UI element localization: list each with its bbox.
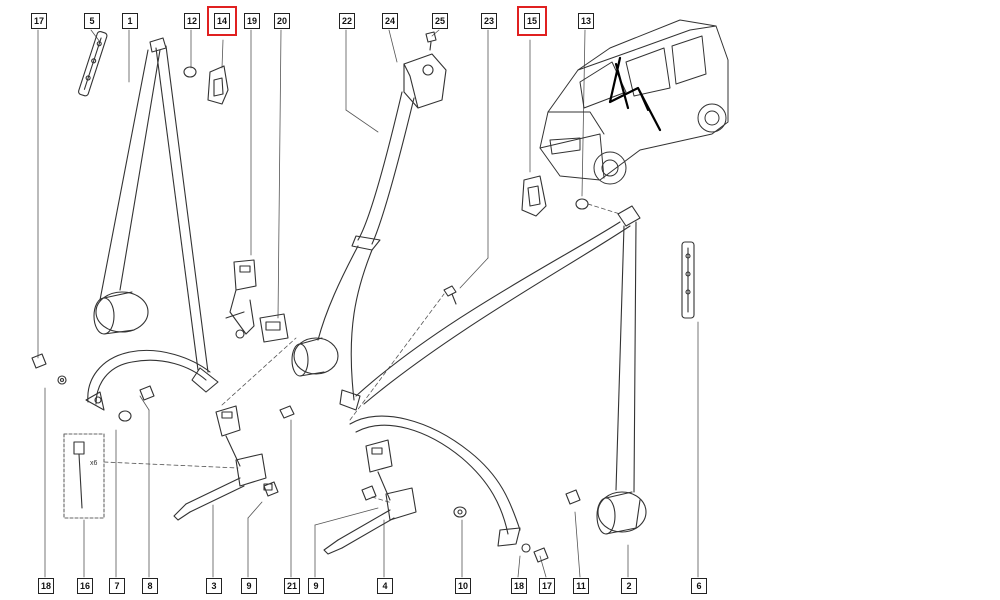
part-label-10[interactable]: 10 bbox=[455, 578, 471, 594]
part-label-6[interactable]: 6 bbox=[691, 578, 707, 594]
fasteners bbox=[31, 353, 581, 563]
part-label-25[interactable]: 25 bbox=[432, 13, 448, 29]
part-24-upper-guide bbox=[403, 53, 447, 109]
part-1-front-belt-left bbox=[85, 37, 219, 411]
part-12-cap bbox=[183, 66, 197, 78]
part-16-inset bbox=[63, 433, 105, 519]
part-2-front-belt-right bbox=[349, 205, 647, 547]
part-label-7[interactable]: 7 bbox=[109, 578, 125, 594]
part-label-23[interactable]: 23 bbox=[481, 13, 497, 29]
inset-annotation: x6 bbox=[90, 460, 98, 467]
part-6-height-adjuster bbox=[681, 241, 695, 319]
part-13-cap bbox=[575, 198, 589, 210]
part-label-15[interactable]: 15 bbox=[517, 6, 547, 36]
part-label-13[interactable]: 13 bbox=[578, 13, 594, 29]
part-label-2[interactable]: 2 bbox=[621, 578, 637, 594]
part-label-8[interactable]: 8 bbox=[142, 578, 158, 594]
leader-lines bbox=[37, 29, 699, 578]
part-label-11[interactable]: 11 bbox=[573, 578, 589, 594]
part-23-screw bbox=[443, 285, 457, 305]
part-label-9-right[interactable]: 9 bbox=[308, 578, 324, 594]
part-label-24[interactable]: 24 bbox=[382, 13, 398, 29]
part-label-18[interactable]: 18 bbox=[38, 578, 54, 594]
part-label-20[interactable]: 20 bbox=[274, 13, 290, 29]
part-label-17-right[interactable]: 17 bbox=[539, 578, 555, 594]
part-label-9[interactable]: 9 bbox=[241, 578, 257, 594]
part-label-5[interactable]: 5 bbox=[84, 13, 100, 29]
part-14-trim-cover bbox=[207, 65, 229, 105]
part-label-22[interactable]: 22 bbox=[339, 13, 355, 29]
part-15-trim bbox=[521, 175, 547, 217]
part-label-21[interactable]: 21 bbox=[284, 578, 300, 594]
part-22-rear-belt bbox=[291, 91, 415, 411]
part-label-12[interactable]: 12 bbox=[184, 13, 200, 29]
part-25-bolt bbox=[425, 31, 437, 51]
part-label-3[interactable]: 3 bbox=[206, 578, 222, 594]
part-5-height-adjuster bbox=[78, 30, 108, 97]
part-label-16[interactable]: 16 bbox=[77, 578, 93, 594]
car-illustration bbox=[539, 19, 729, 185]
part-3-buckle-pretensioner bbox=[173, 405, 273, 521]
part-label-14[interactable]: 14 bbox=[207, 6, 237, 36]
part-label-4[interactable]: 4 bbox=[377, 578, 393, 594]
part-label-17[interactable]: 17 bbox=[31, 13, 47, 29]
part-label-19[interactable]: 19 bbox=[244, 13, 260, 29]
part-4-buckle-pretensioner bbox=[323, 439, 417, 555]
part-20-latch-plate bbox=[259, 313, 289, 343]
part-label-18-right[interactable]: 18 bbox=[511, 578, 527, 594]
part-19-buckle bbox=[225, 259, 257, 339]
part-label-1[interactable]: 1 bbox=[122, 13, 138, 29]
